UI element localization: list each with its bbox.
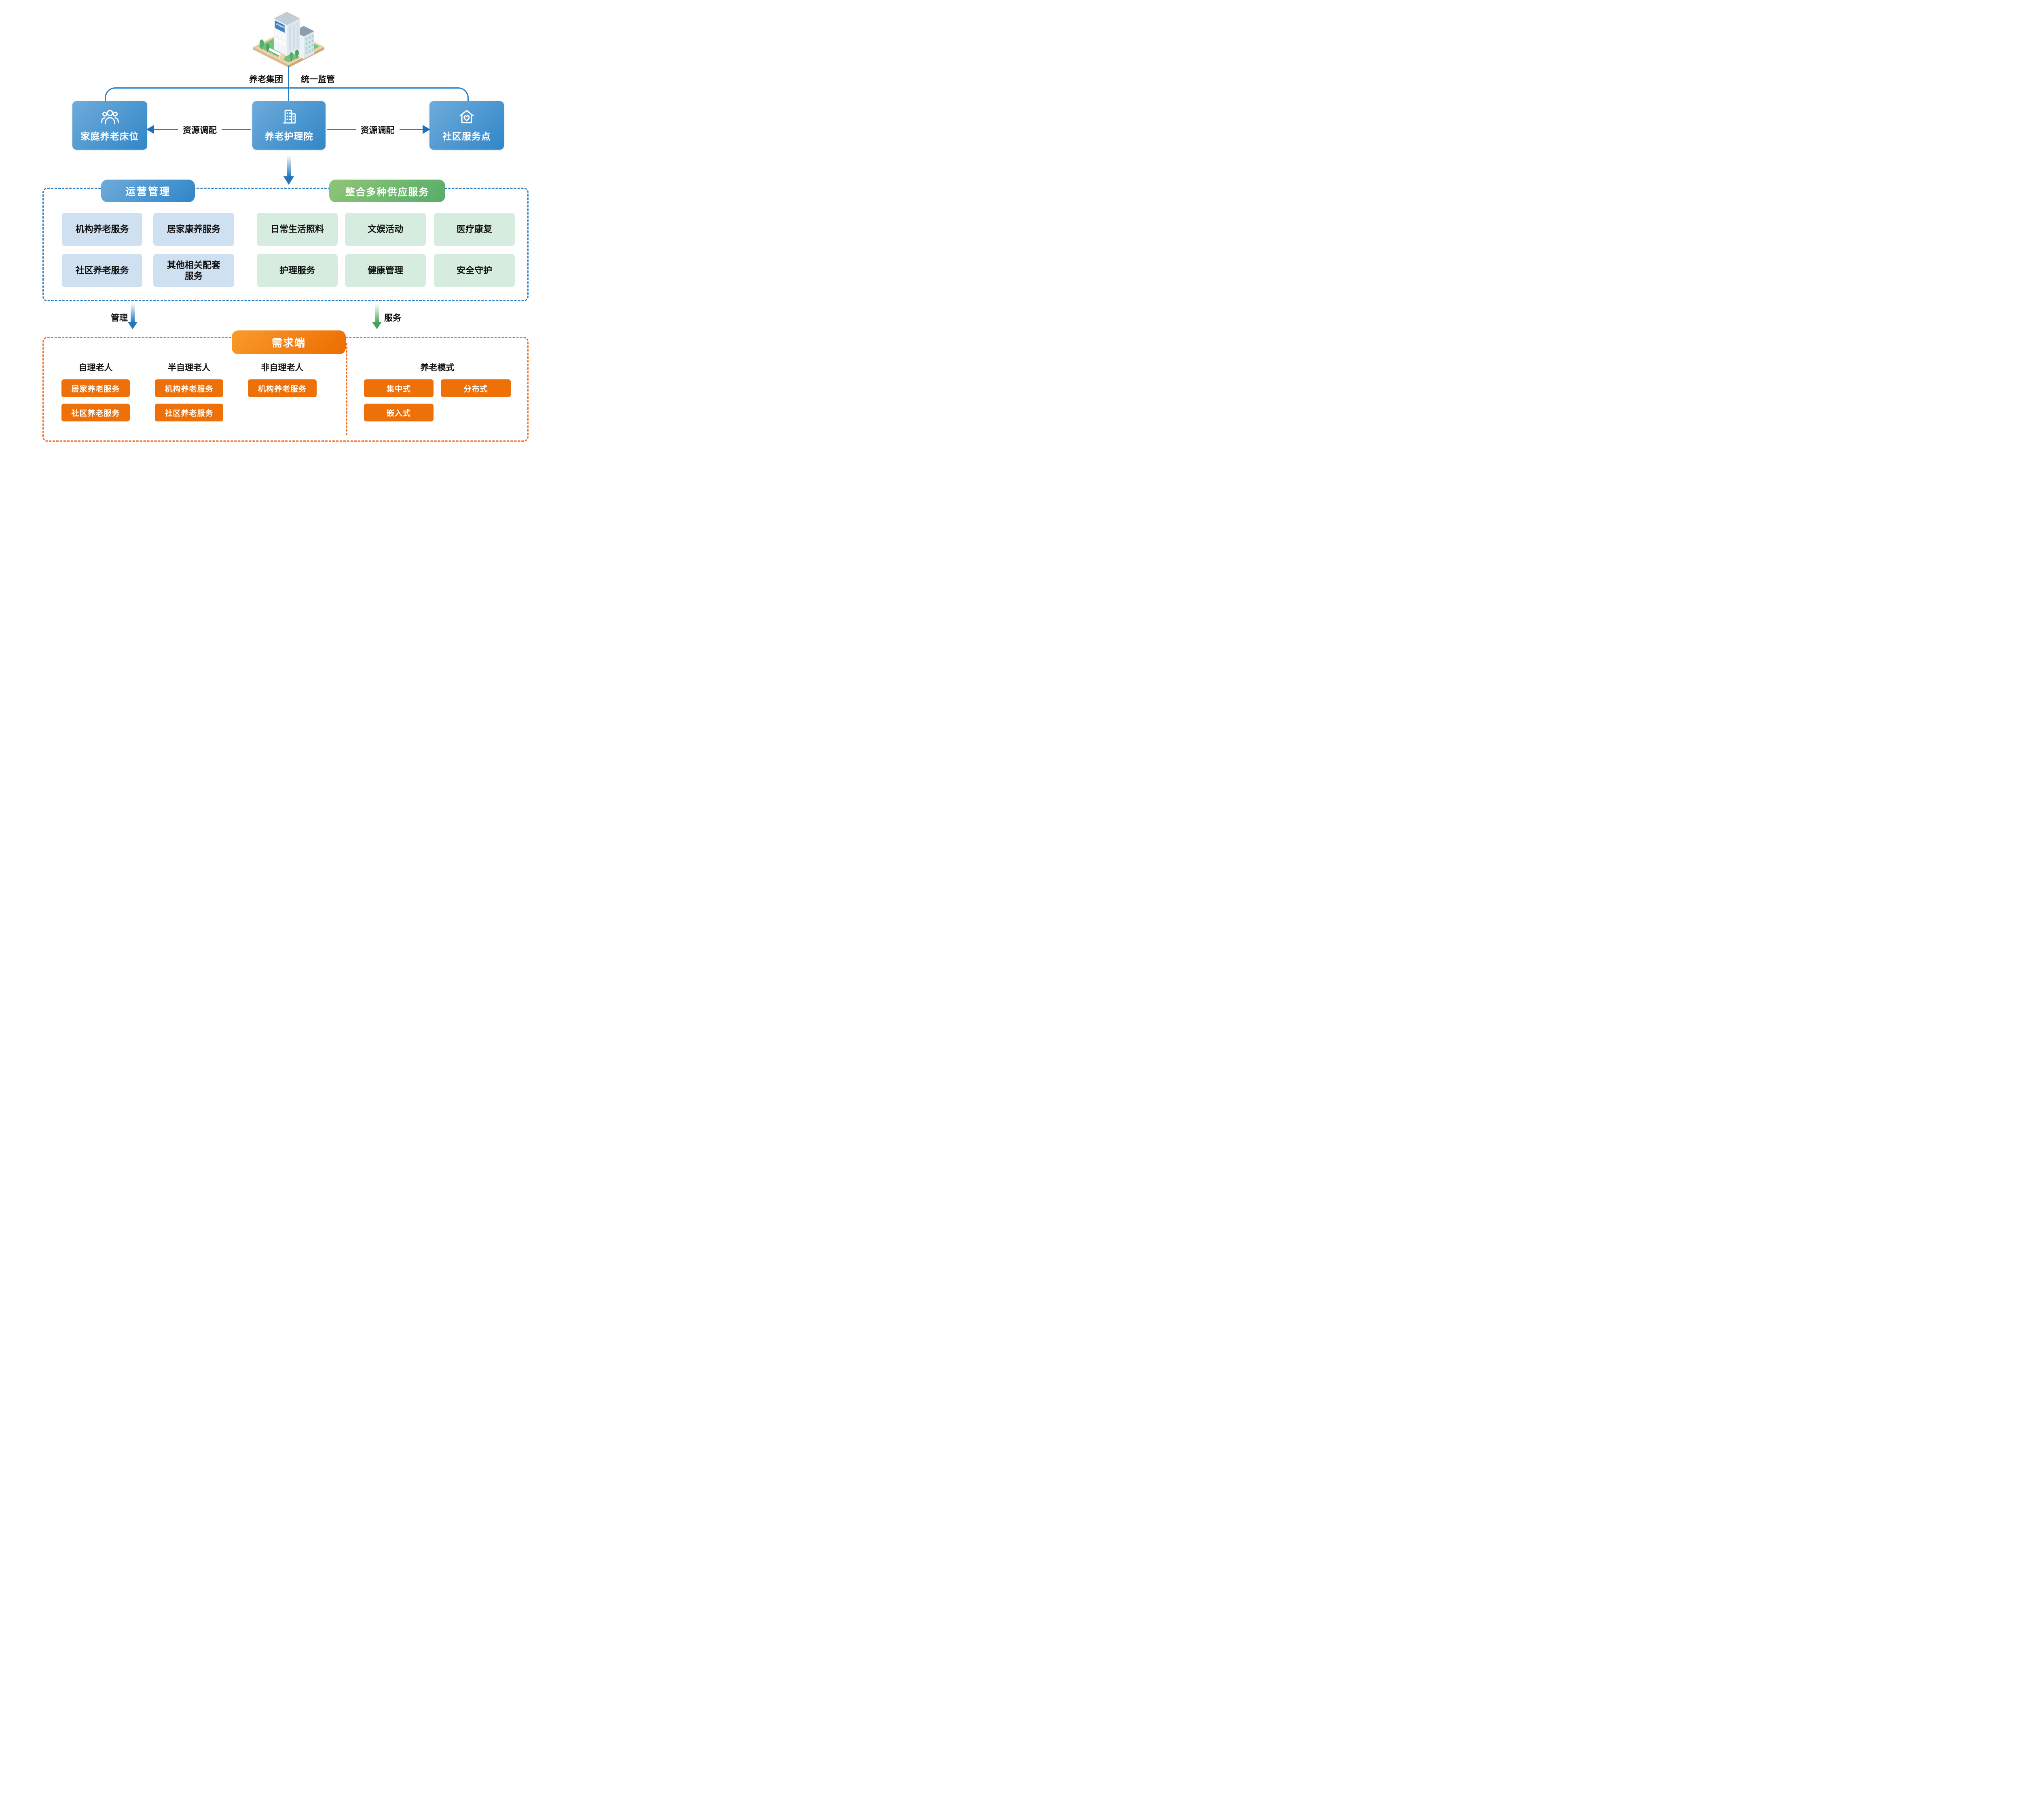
demand-button: 机构养老服务 [155,379,223,397]
down-arrow-head-icon [283,176,294,185]
buildings-icon [282,109,296,123]
management-item: 社区养老服务 [62,254,142,287]
group-title-self-care: 自理老人 [78,363,113,372]
mode-title: 养老模式 [420,363,455,372]
service-item: 护理服务 [257,254,338,287]
house-heart-icon [459,110,474,123]
management-item: 其他相关配套服务 [153,254,234,287]
service-item: 日常生活照料 [257,213,338,246]
service-item: 医疗康复 [434,213,515,246]
building-connector-line [288,66,289,102]
node-home-care-beds: 家庭养老床位 [72,101,147,150]
mode-button: 集中式 [364,379,434,397]
resource-arrow-right: 资源调配 [326,121,430,138]
demand-button: 社区养老服务 [61,404,130,421]
service-item: 健康管理 [345,254,426,287]
manage-label: 管理 [111,313,128,323]
main-tower: BUILDING [266,11,300,59]
node-label: 养老护理院 [264,131,313,142]
serve-arrow-shaft [375,303,379,322]
management-item: 居家康养服务 [153,213,234,246]
group-label: 养老集团 [249,75,283,84]
group-title-non-self-care: 非自理老人 [261,363,304,372]
demand-button: 社区养老服务 [155,404,223,421]
node-label: 家庭养老床位 [80,131,139,142]
service-item: 安全守护 [434,254,515,287]
resource-arrow-left: 资源调配 [146,121,252,138]
top-connector [105,87,469,104]
arrow-head-right-icon [423,125,430,134]
down-arrow-shaft [287,155,291,176]
demand-header: 需求端 [232,330,346,354]
manage-arrow-head-icon [128,322,137,329]
management-item: 机构养老服务 [62,213,142,246]
serve-arrow-head-icon [372,322,382,329]
demand-button: 居家养老服务 [61,379,130,397]
node-community-service-point: 社区服务点 [429,101,504,150]
node-nursing-home: 养老护理院 [252,101,326,150]
manage-arrow-shaft [131,303,135,322]
people-group-icon [101,110,119,124]
resource-label-left: 资源调配 [178,124,222,136]
headquarters-building-illustration: BUILDING [253,11,325,68]
demand-button: 机构养老服务 [248,379,317,397]
serve-label: 服务 [384,313,401,323]
group-title-semi-self-care: 半自理老人 [168,363,210,372]
demand-divider [346,343,347,435]
trees [259,39,299,61]
resource-label-right: 资源调配 [355,124,400,136]
arrow-head-left-icon [146,125,154,134]
operations-management-header: 运营管理 [101,180,195,202]
integrated-services-header: 整合多种供应服务 [329,180,445,202]
elderly-care-diagram: BUILDING 养老集团 统一监管 [0,0,568,455]
node-label: 社区服务点 [442,131,491,142]
supervise-label: 统一监管 [301,75,335,84]
mode-button: 嵌入式 [364,404,434,421]
service-item: 文娱活动 [345,213,426,246]
supply-container [42,188,529,301]
mode-button: 分布式 [441,379,511,397]
